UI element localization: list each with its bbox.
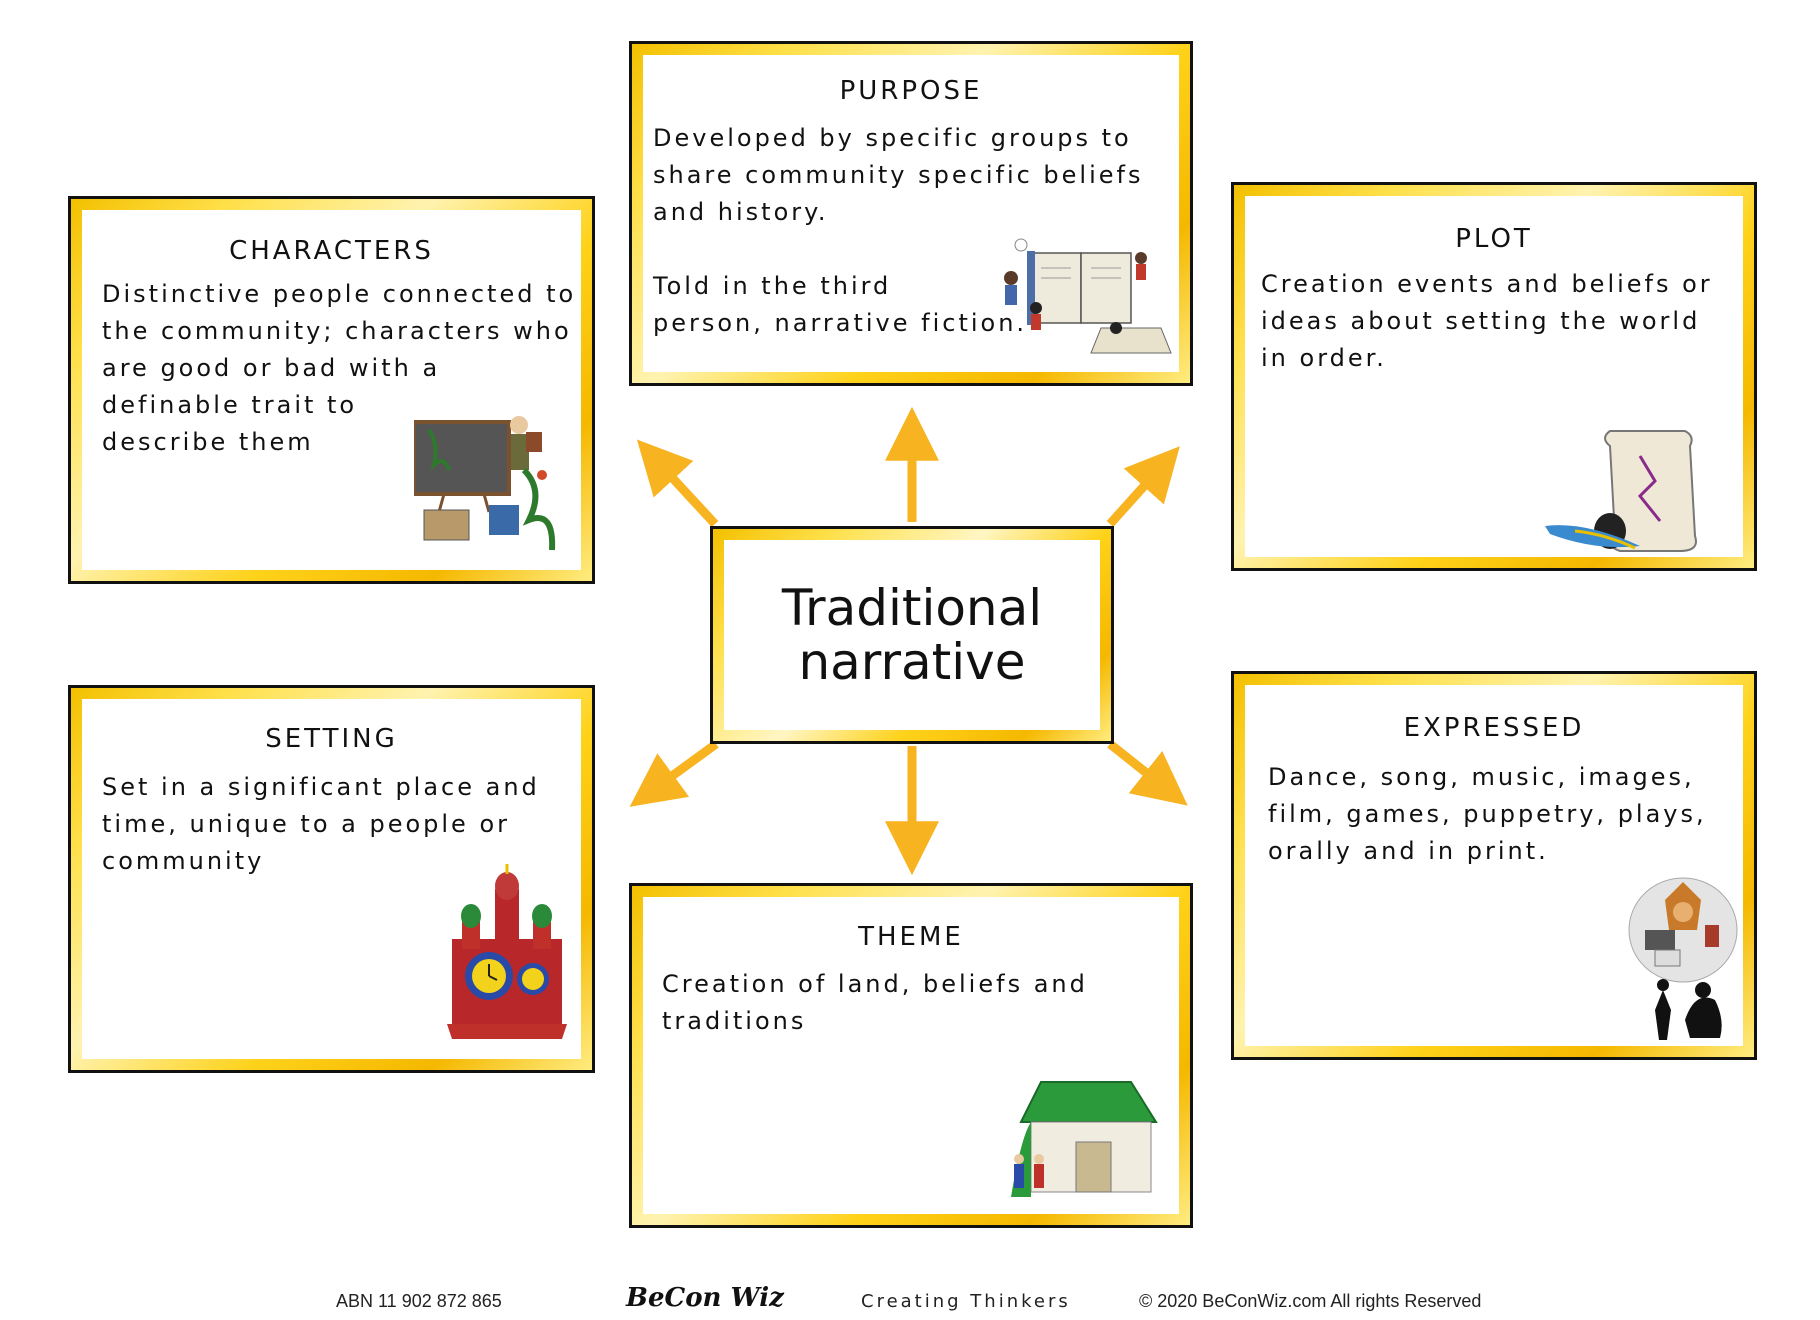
footer-tagline: Creating Thinkers <box>861 1291 1071 1312</box>
book-kids-illustration <box>1004 238 1172 354</box>
card-setting: SETTING Set in a significant place and t… <box>68 685 595 1073</box>
card-characters: CHARACTERS Distinctive people connected … <box>68 196 595 584</box>
card-plot-title: PLOT <box>1455 224 1533 254</box>
card-setting-inner: SETTING Set in a significant place and t… <box>82 699 581 1059</box>
teacher-blackboard-illustration <box>414 416 556 551</box>
card-expressed-inner: EXPRESSED Dance, song, music, images, fi… <box>1245 685 1743 1046</box>
footer-brand-logo: BeCon Wiz <box>626 1283 784 1313</box>
cathedral-clock-illustration <box>447 864 567 1039</box>
card-expressed-title: EXPRESSED <box>1403 713 1585 743</box>
card-expressed-body: Dance, song, music, images, film, games,… <box>1268 763 1707 865</box>
card-plot: PLOT Creation events and beliefs or idea… <box>1231 182 1757 571</box>
card-theme: THEME Creation of land, beliefs and trad… <box>629 883 1193 1228</box>
green-roof-house-illustration <box>1011 1081 1158 1197</box>
footer-abn: ABN 11 902 872 865 <box>336 1291 502 1311</box>
card-purpose-body: Developed by specific groups to share co… <box>653 124 1144 337</box>
center-topic-box: Traditional narrative <box>710 526 1114 744</box>
card-plot-inner: PLOT Creation events and beliefs or idea… <box>1245 196 1743 557</box>
card-purpose-inner: PURPOSE Developed by specific groups to … <box>643 55 1179 372</box>
scroll-quill-illustration <box>1545 430 1697 552</box>
card-characters-body: Distinctive people connected to the comm… <box>102 280 577 456</box>
arrow-to-characters <box>636 439 719 528</box>
card-purpose-title: PURPOSE <box>839 76 983 106</box>
card-characters-inner: CHARACTERS Distinctive people connected … <box>82 210 581 570</box>
card-setting-body: Set in a significant place and time, uni… <box>102 773 540 875</box>
performing-arts-illustration <box>1628 877 1738 1040</box>
card-plot-body: Creation events and beliefs or ideas abo… <box>1261 270 1713 372</box>
card-purpose: PURPOSE Developed by specific groups to … <box>629 41 1193 386</box>
center-topic-title: Traditional narrative <box>781 579 1043 691</box>
footer-copyright: © 2020 BeConWiz.com All rights Reserved <box>1139 1291 1482 1311</box>
card-expressed: EXPRESSED Dance, song, music, images, fi… <box>1231 671 1757 1060</box>
arrow-to-expressed <box>1107 740 1188 806</box>
arrow-to-setting <box>629 740 719 807</box>
card-theme-body: Creation of land, beliefs and traditions <box>662 970 1088 1035</box>
card-theme-inner: THEME Creation of land, beliefs and trad… <box>643 897 1179 1214</box>
arrow-to-plot <box>1106 446 1180 528</box>
center-topic-inner: Traditional narrative <box>724 540 1100 730</box>
card-setting-title: SETTING <box>265 724 398 754</box>
card-characters-title: CHARACTERS <box>229 236 434 266</box>
card-theme-title: THEME <box>858 922 964 952</box>
